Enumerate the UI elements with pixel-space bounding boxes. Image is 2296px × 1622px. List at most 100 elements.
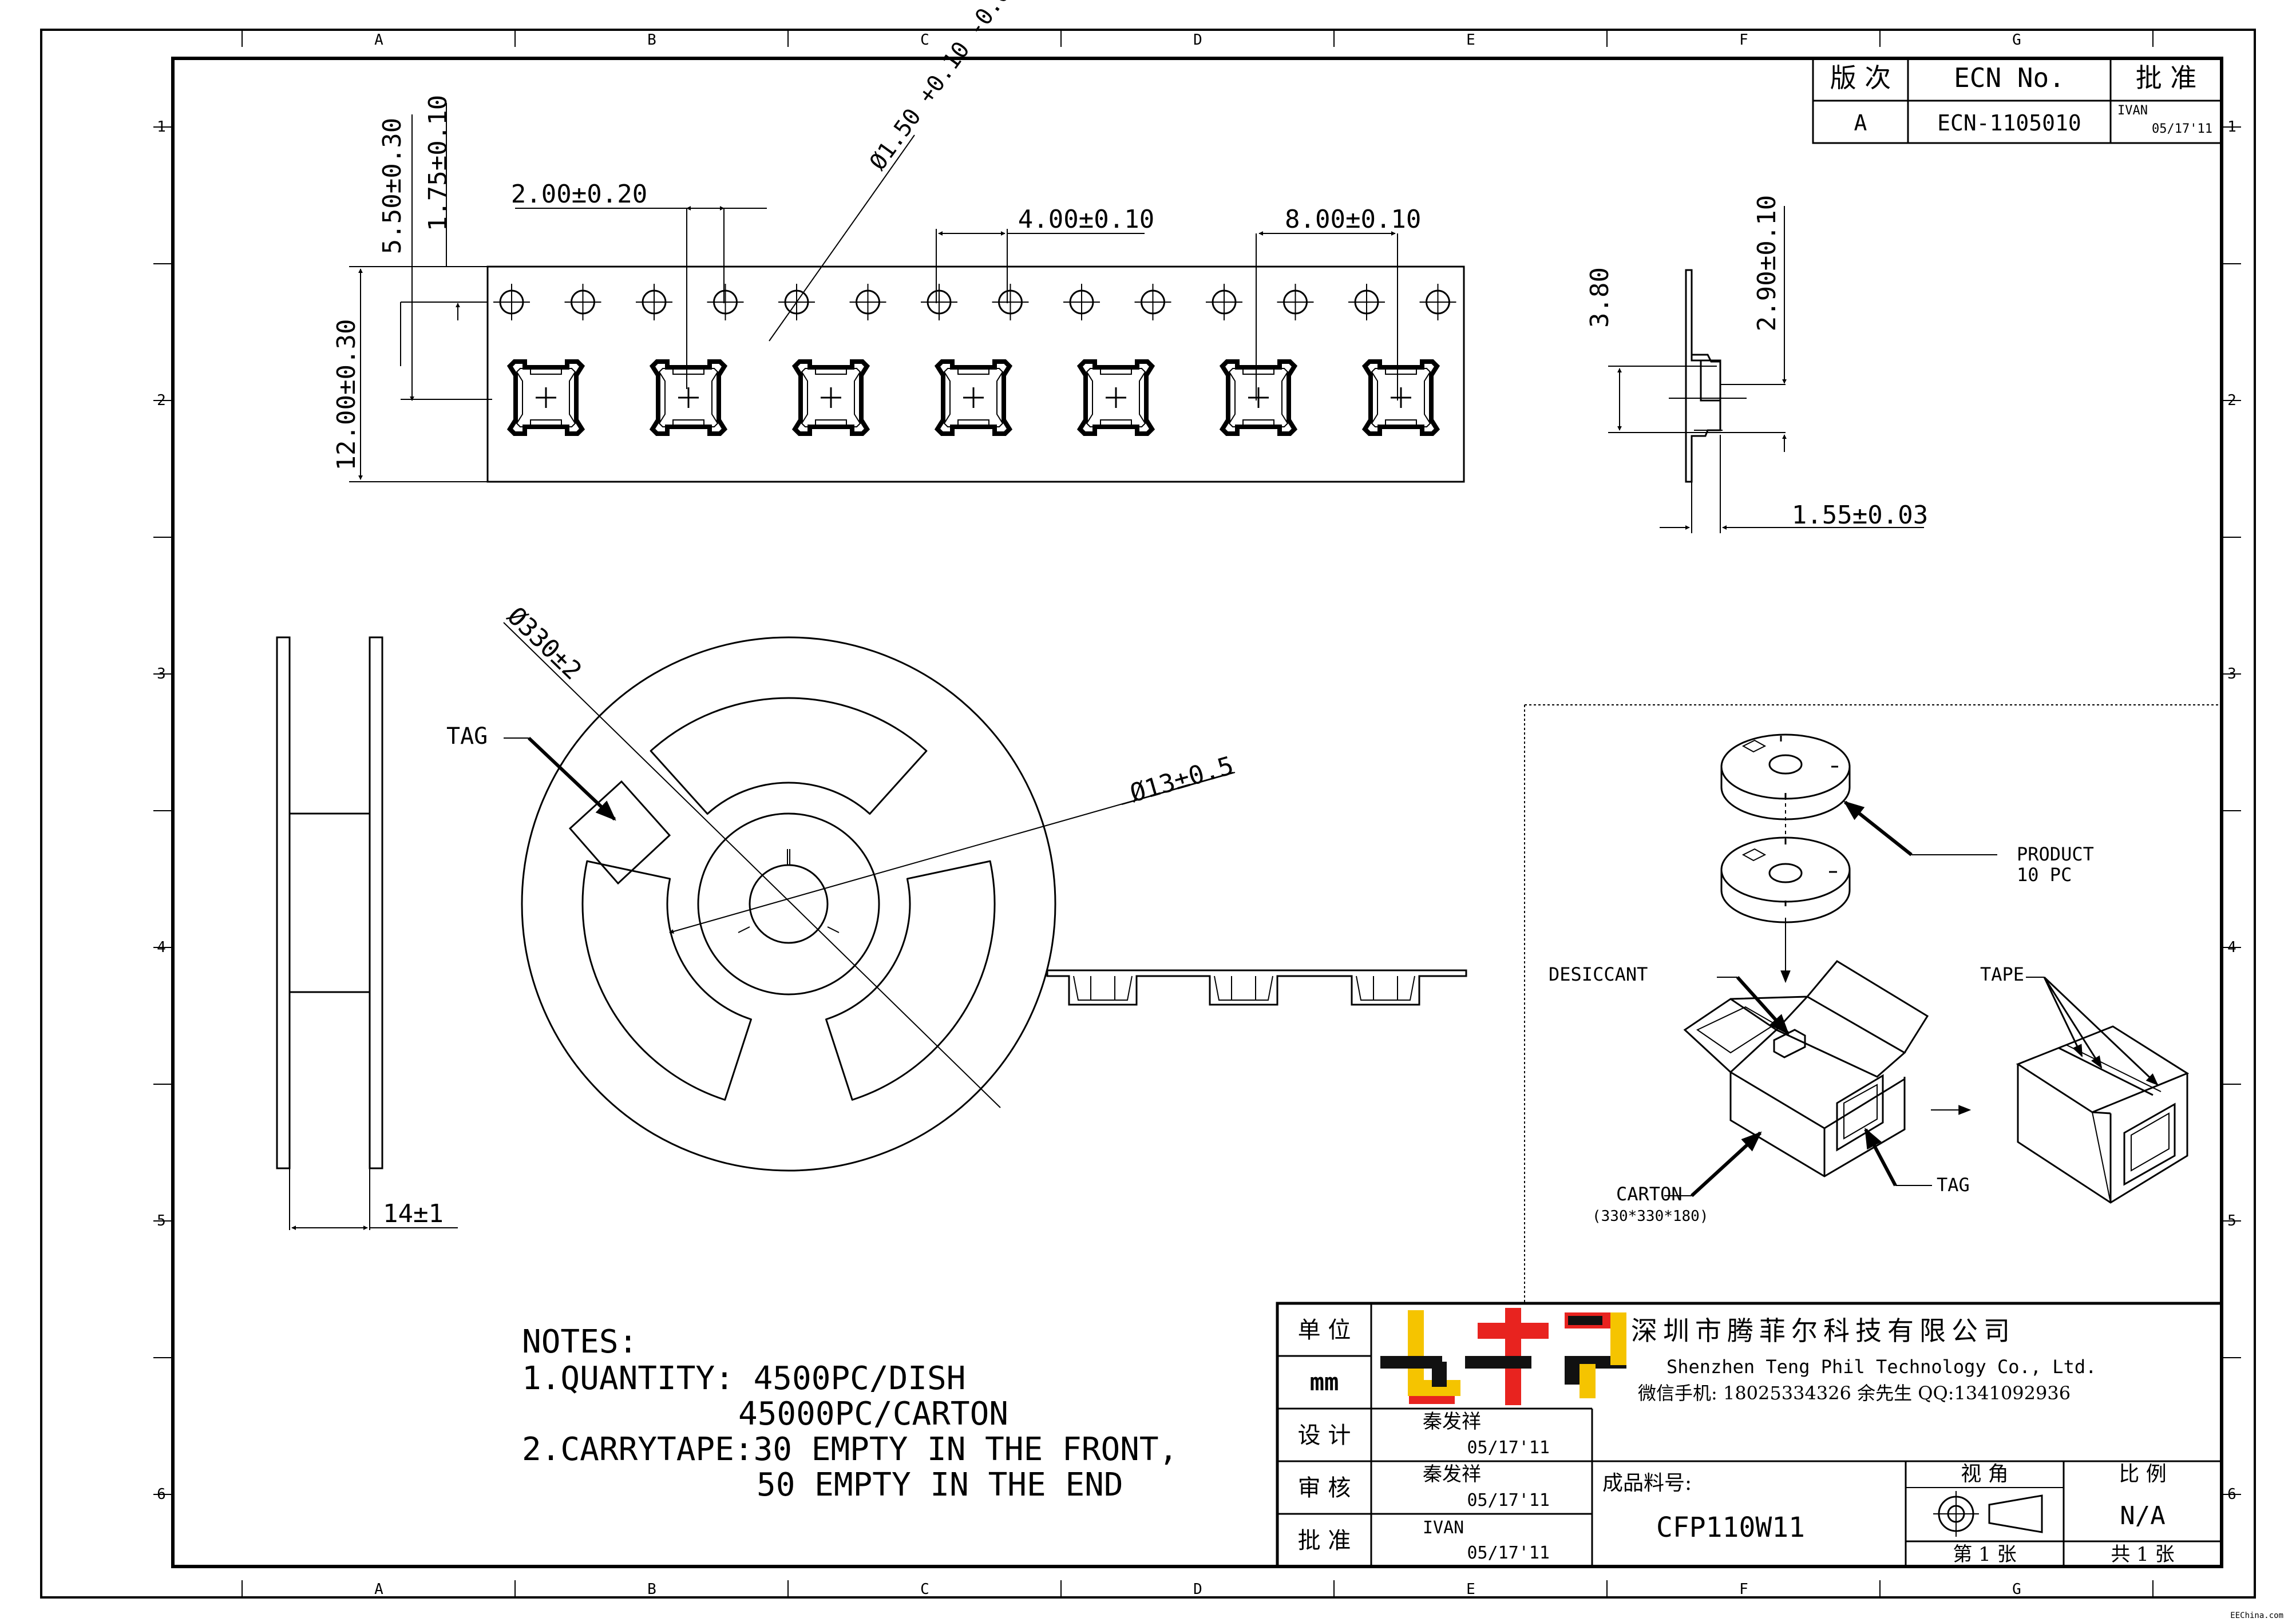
closed-carton — [2016, 1025, 2190, 1204]
carrier-tape-top-view: 12.00±0.30 5.50±0.30 1.75±0.10 2.00±0.20… — [332, 0, 1465, 483]
row-review-name: 秦发祥 — [1423, 1463, 1481, 1486]
rev-approver: IVAN — [2117, 104, 2148, 118]
reel-tag-label: TAG — [446, 723, 488, 749]
scale-value: N/A — [2120, 1501, 2165, 1530]
carton-label: CARTON — [1616, 1183, 1683, 1205]
tape-pocket — [1219, 359, 1298, 436]
zone-letter-bottom: G — [2012, 1581, 2021, 1598]
reel-window — [581, 860, 752, 1101]
notes: NOTES: 1.QUANTITY: 4500PC/DISH 45000PC/C… — [522, 1323, 1178, 1504]
zone-letter-top: E — [1466, 31, 1475, 49]
zone-letter-top: D — [1193, 31, 1202, 49]
dim-5-50: 5.50±0.30 — [378, 118, 407, 254]
row-approve-name: IVAN — [1423, 1518, 1464, 1538]
reel-windows — [581, 697, 996, 1101]
tape-pocket — [934, 359, 1013, 436]
zone-letter-top: G — [2012, 31, 2021, 49]
company-logo — [1380, 1308, 1626, 1405]
rev-version: A — [1854, 110, 1867, 136]
dim-hole-leader — [769, 134, 915, 342]
zone-letter-bottom: E — [1466, 1581, 1475, 1598]
carton-size: (330*330*180) — [1592, 1208, 1709, 1225]
zone-number-left: 4 — [157, 939, 166, 956]
sheet-number: 第 1 张 — [1953, 1543, 2016, 1566]
tape-pocket — [506, 359, 585, 436]
dim-reel-width: 14±1 — [383, 1199, 444, 1228]
row-approve-label: 批 准 — [1298, 1528, 1351, 1554]
product-qty: 10 PC — [2017, 864, 2072, 886]
tape-side-section — [1608, 206, 1924, 533]
zone-number-right: 1 — [2227, 118, 2236, 136]
reel-window — [825, 860, 996, 1101]
dim-1-55: 1.55±0.03 — [1792, 501, 1928, 530]
company-name-en: Shenzhen Teng Phil Technology Co., Ltd. — [1666, 1356, 2096, 1378]
reel-diameter-leader — [503, 622, 1001, 1108]
reel-side-view — [276, 636, 458, 1230]
company-name-cn: 深圳市腾菲尔科技有限公司 — [1631, 1315, 2016, 1346]
tape-label: TAPE — [1980, 963, 2024, 985]
part-number-label: 成品料号: — [1602, 1472, 1692, 1495]
rev-ecn-number: ECN-1105010 — [1937, 110, 2081, 136]
zone-letter-bottom: C — [920, 1581, 929, 1598]
dim-reel-diameter: Ø330±2 — [501, 601, 587, 685]
product-label: PRODUCT — [2017, 843, 2094, 865]
unit-label: 单 位 — [1298, 1317, 1351, 1343]
footer-watermark: EEChina.com — [2230, 1611, 2283, 1620]
row-review-label: 审 核 — [1298, 1475, 1351, 1501]
dim-8-00-lines — [1256, 231, 1398, 400]
dim-2-00-lines — [515, 206, 767, 389]
zone-letter-bottom: D — [1193, 1581, 1202, 1598]
packing-illustration — [1524, 704, 2222, 1302]
rev-header-ecn: ECN No. — [1954, 62, 2065, 93]
dim-4-00: 4.00±0.10 — [1018, 205, 1154, 234]
dim-1-75: 1.75±0.10 — [423, 95, 453, 231]
dim-2-90: 2.90±0.10 — [1752, 195, 1782, 331]
zone-number-left: 5 — [157, 1212, 166, 1230]
zone-number-left: 2 — [157, 392, 166, 409]
company-contact: 微信手机: 18025334326 余先生 QQ:1341092936 — [1638, 1382, 2071, 1404]
zone-number-left: 3 — [157, 665, 166, 683]
row-design-date: 05/17'11 — [1467, 1438, 1550, 1458]
row-design-name: 秦发祥 — [1423, 1410, 1481, 1433]
open-carton — [1683, 960, 1929, 1177]
tape-pocket — [791, 359, 870, 436]
tape-pockets — [506, 359, 1440, 436]
reel-front-view — [503, 622, 1236, 1172]
zone-letter-top: A — [374, 31, 383, 49]
tape-pocket — [649, 359, 728, 436]
dim-12-00: 12.00±0.30 — [332, 319, 361, 471]
zone-number-right: 3 — [2227, 665, 2236, 683]
revision-table: 版 次 ECN No. 批 准 A ECN-1105010 IVAN 05/17… — [1812, 57, 2223, 144]
zone-letter-top: B — [647, 31, 656, 49]
carton-tag-label: TAG — [1937, 1174, 1970, 1196]
desiccant-label: DESICCANT — [1549, 963, 1648, 985]
reel-window — [650, 697, 928, 815]
reel-tag-arrow — [527, 736, 616, 821]
dim-8-00: 8.00±0.10 — [1285, 205, 1421, 234]
dim-4-00-lines — [936, 229, 1145, 303]
zone-letter-bottom: A — [374, 1581, 383, 1598]
unit-value: mm — [1310, 1368, 1339, 1396]
note-1: 1.QUANTITY: 4500PC/DISH — [522, 1360, 965, 1397]
reel-tag — [568, 780, 671, 885]
tape-pocket — [1361, 359, 1440, 436]
note-2: 2.CARRYTAPE:30 EMPTY IN THE FRONT, — [522, 1431, 1178, 1468]
zone-number-right: 4 — [2227, 939, 2236, 956]
projection-symbol-icon — [1933, 1491, 2043, 1537]
view-angle-label: 视 角 — [1961, 1462, 2008, 1486]
product-disc-bottom — [1720, 836, 1851, 923]
tape-pocket — [1076, 359, 1155, 436]
zone-number-right: 6 — [2227, 1486, 2236, 1503]
title-block — [1276, 1302, 2223, 1568]
sheet-total: 共 1 张 — [2111, 1543, 2174, 1566]
row-review-date: 05/17'11 — [1467, 1490, 1550, 1510]
tape-vertical-dims — [349, 103, 492, 482]
row-design-label: 设 计 — [1298, 1422, 1351, 1449]
zone-letter-top: F — [1739, 31, 1748, 49]
notes-heading: NOTES: — [522, 1323, 638, 1361]
dim-3-80: 3.80 — [1585, 267, 1614, 328]
rev-header-approve: 批 准 — [2136, 62, 2197, 93]
zone-number-right: 5 — [2227, 1212, 2236, 1230]
